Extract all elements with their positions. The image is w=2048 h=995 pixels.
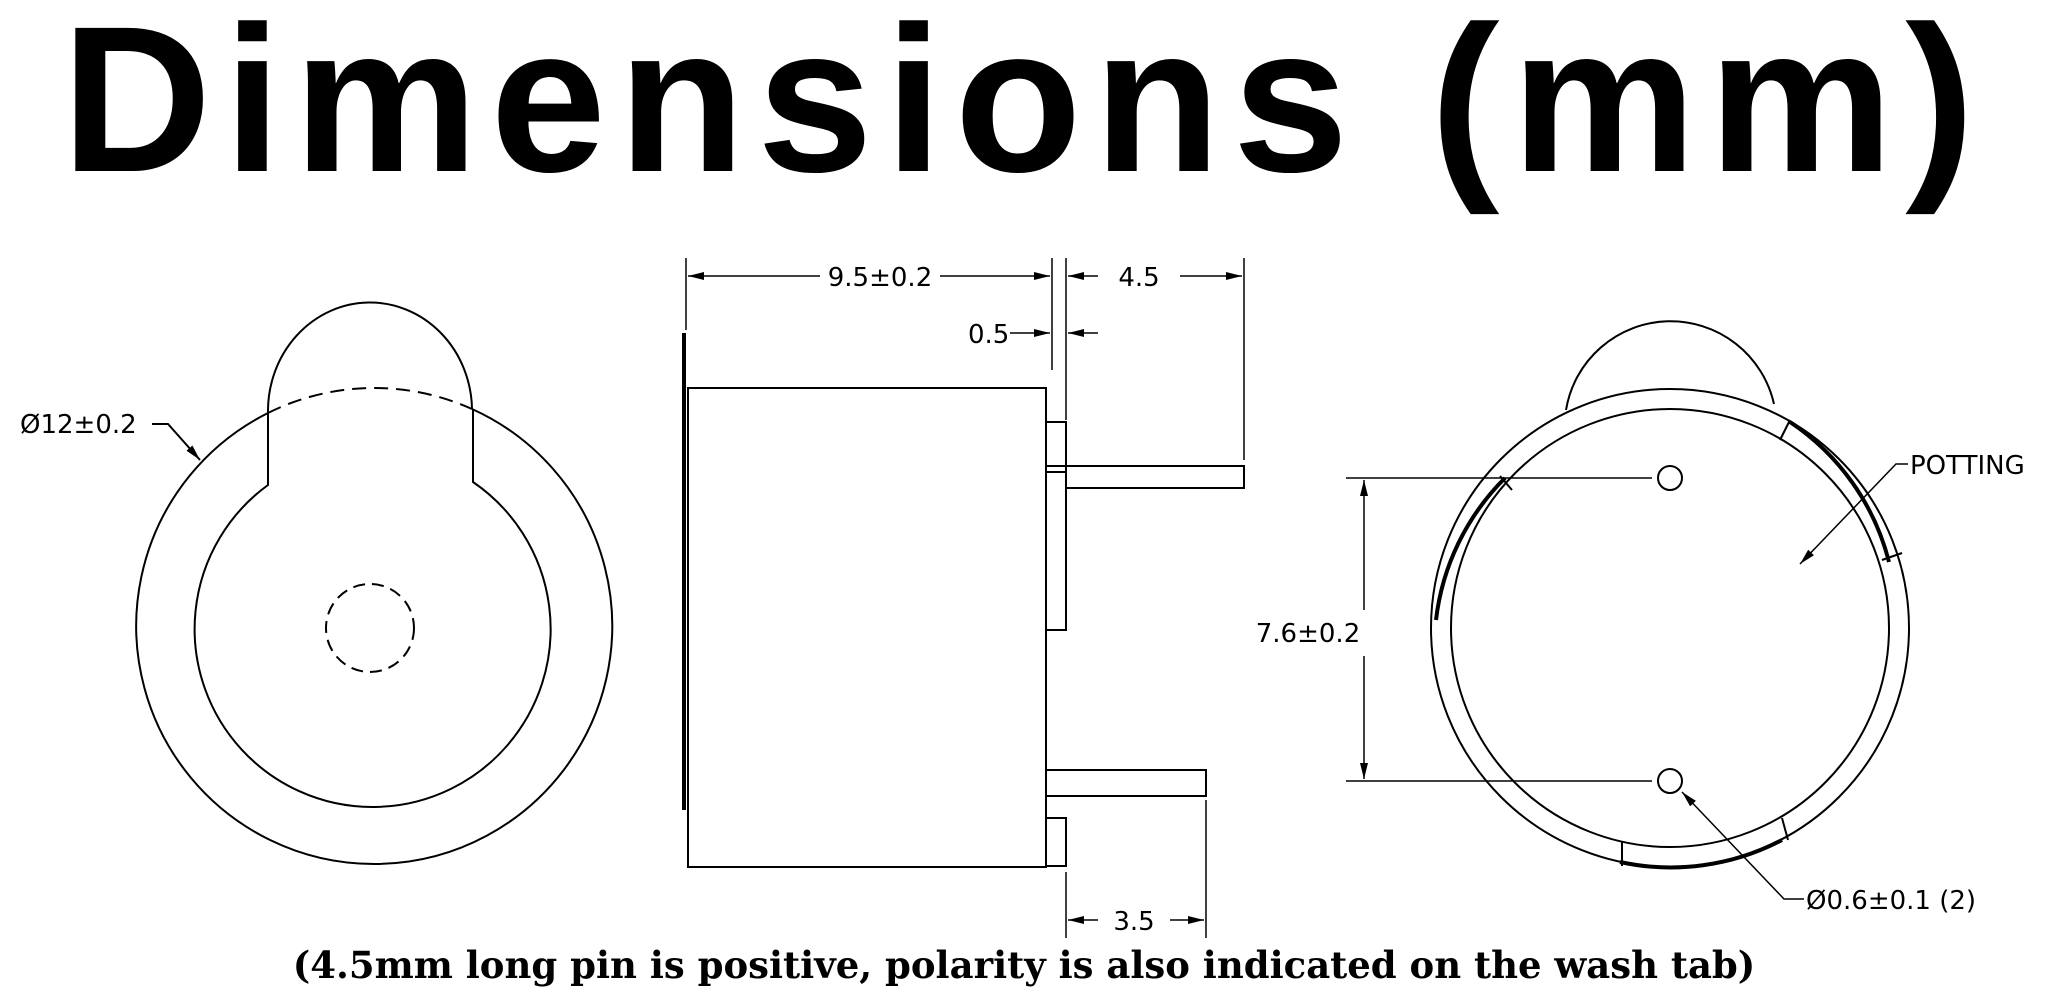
- back-pin-bottom: [1657, 768, 1683, 794]
- front-center-dashed-circle: [325, 583, 415, 673]
- front-ring-dashed: [267, 386, 473, 414]
- body-length-label: 9.5±0.2: [828, 263, 932, 293]
- short-pin-label: 3.5: [1113, 907, 1154, 937]
- page-title: Dimensions (mm): [61, 0, 1987, 216]
- pin-diameter-leader: [1681, 791, 1804, 900]
- side-view: [682, 258, 1245, 938]
- pin-spacing-label: 7.6±0.2: [1256, 619, 1360, 649]
- potting-label: POTTING: [1910, 451, 2025, 481]
- back-ring-segment-right: [1788, 420, 1891, 563]
- side-body: [687, 387, 1047, 868]
- back-divider-2: [1881, 552, 1903, 561]
- back-tab-arc: [1565, 320, 1775, 411]
- gap-label: 0.5: [968, 320, 1009, 350]
- front-tab-arc: [266, 301, 473, 414]
- back-pin-top: [1657, 465, 1683, 491]
- side-long-pin: [1065, 465, 1245, 489]
- back-ring-segment-left: [1434, 476, 1507, 621]
- side-short-pin: [1045, 769, 1207, 797]
- front-outer-ring: [135, 408, 614, 865]
- back-potting-circle: [1450, 408, 1890, 848]
- front-inner-body: [193, 409, 552, 808]
- pin-diameter-label: Ø0.6±0.1 (2): [1806, 886, 1976, 916]
- long-pin-label: 4.5: [1118, 263, 1159, 293]
- back-divider-1: [1779, 419, 1791, 441]
- potting-leader: [1799, 463, 1908, 565]
- back-divider-3: [1781, 817, 1789, 841]
- side-back-step-upper: [1045, 471, 1067, 631]
- back-ring-segment-bottom: [1619, 838, 1783, 870]
- back-view: [1346, 320, 1910, 900]
- front-diameter-label: Ø12±0.2: [20, 410, 137, 440]
- front-diameter-leader: [152, 423, 201, 461]
- side-back-step-lower: [1045, 817, 1067, 867]
- polarity-caption: (4.5mm long pin is positive, polarity is…: [292, 943, 1756, 987]
- side-back-step-top: [1045, 421, 1067, 467]
- front-view: [135, 301, 614, 865]
